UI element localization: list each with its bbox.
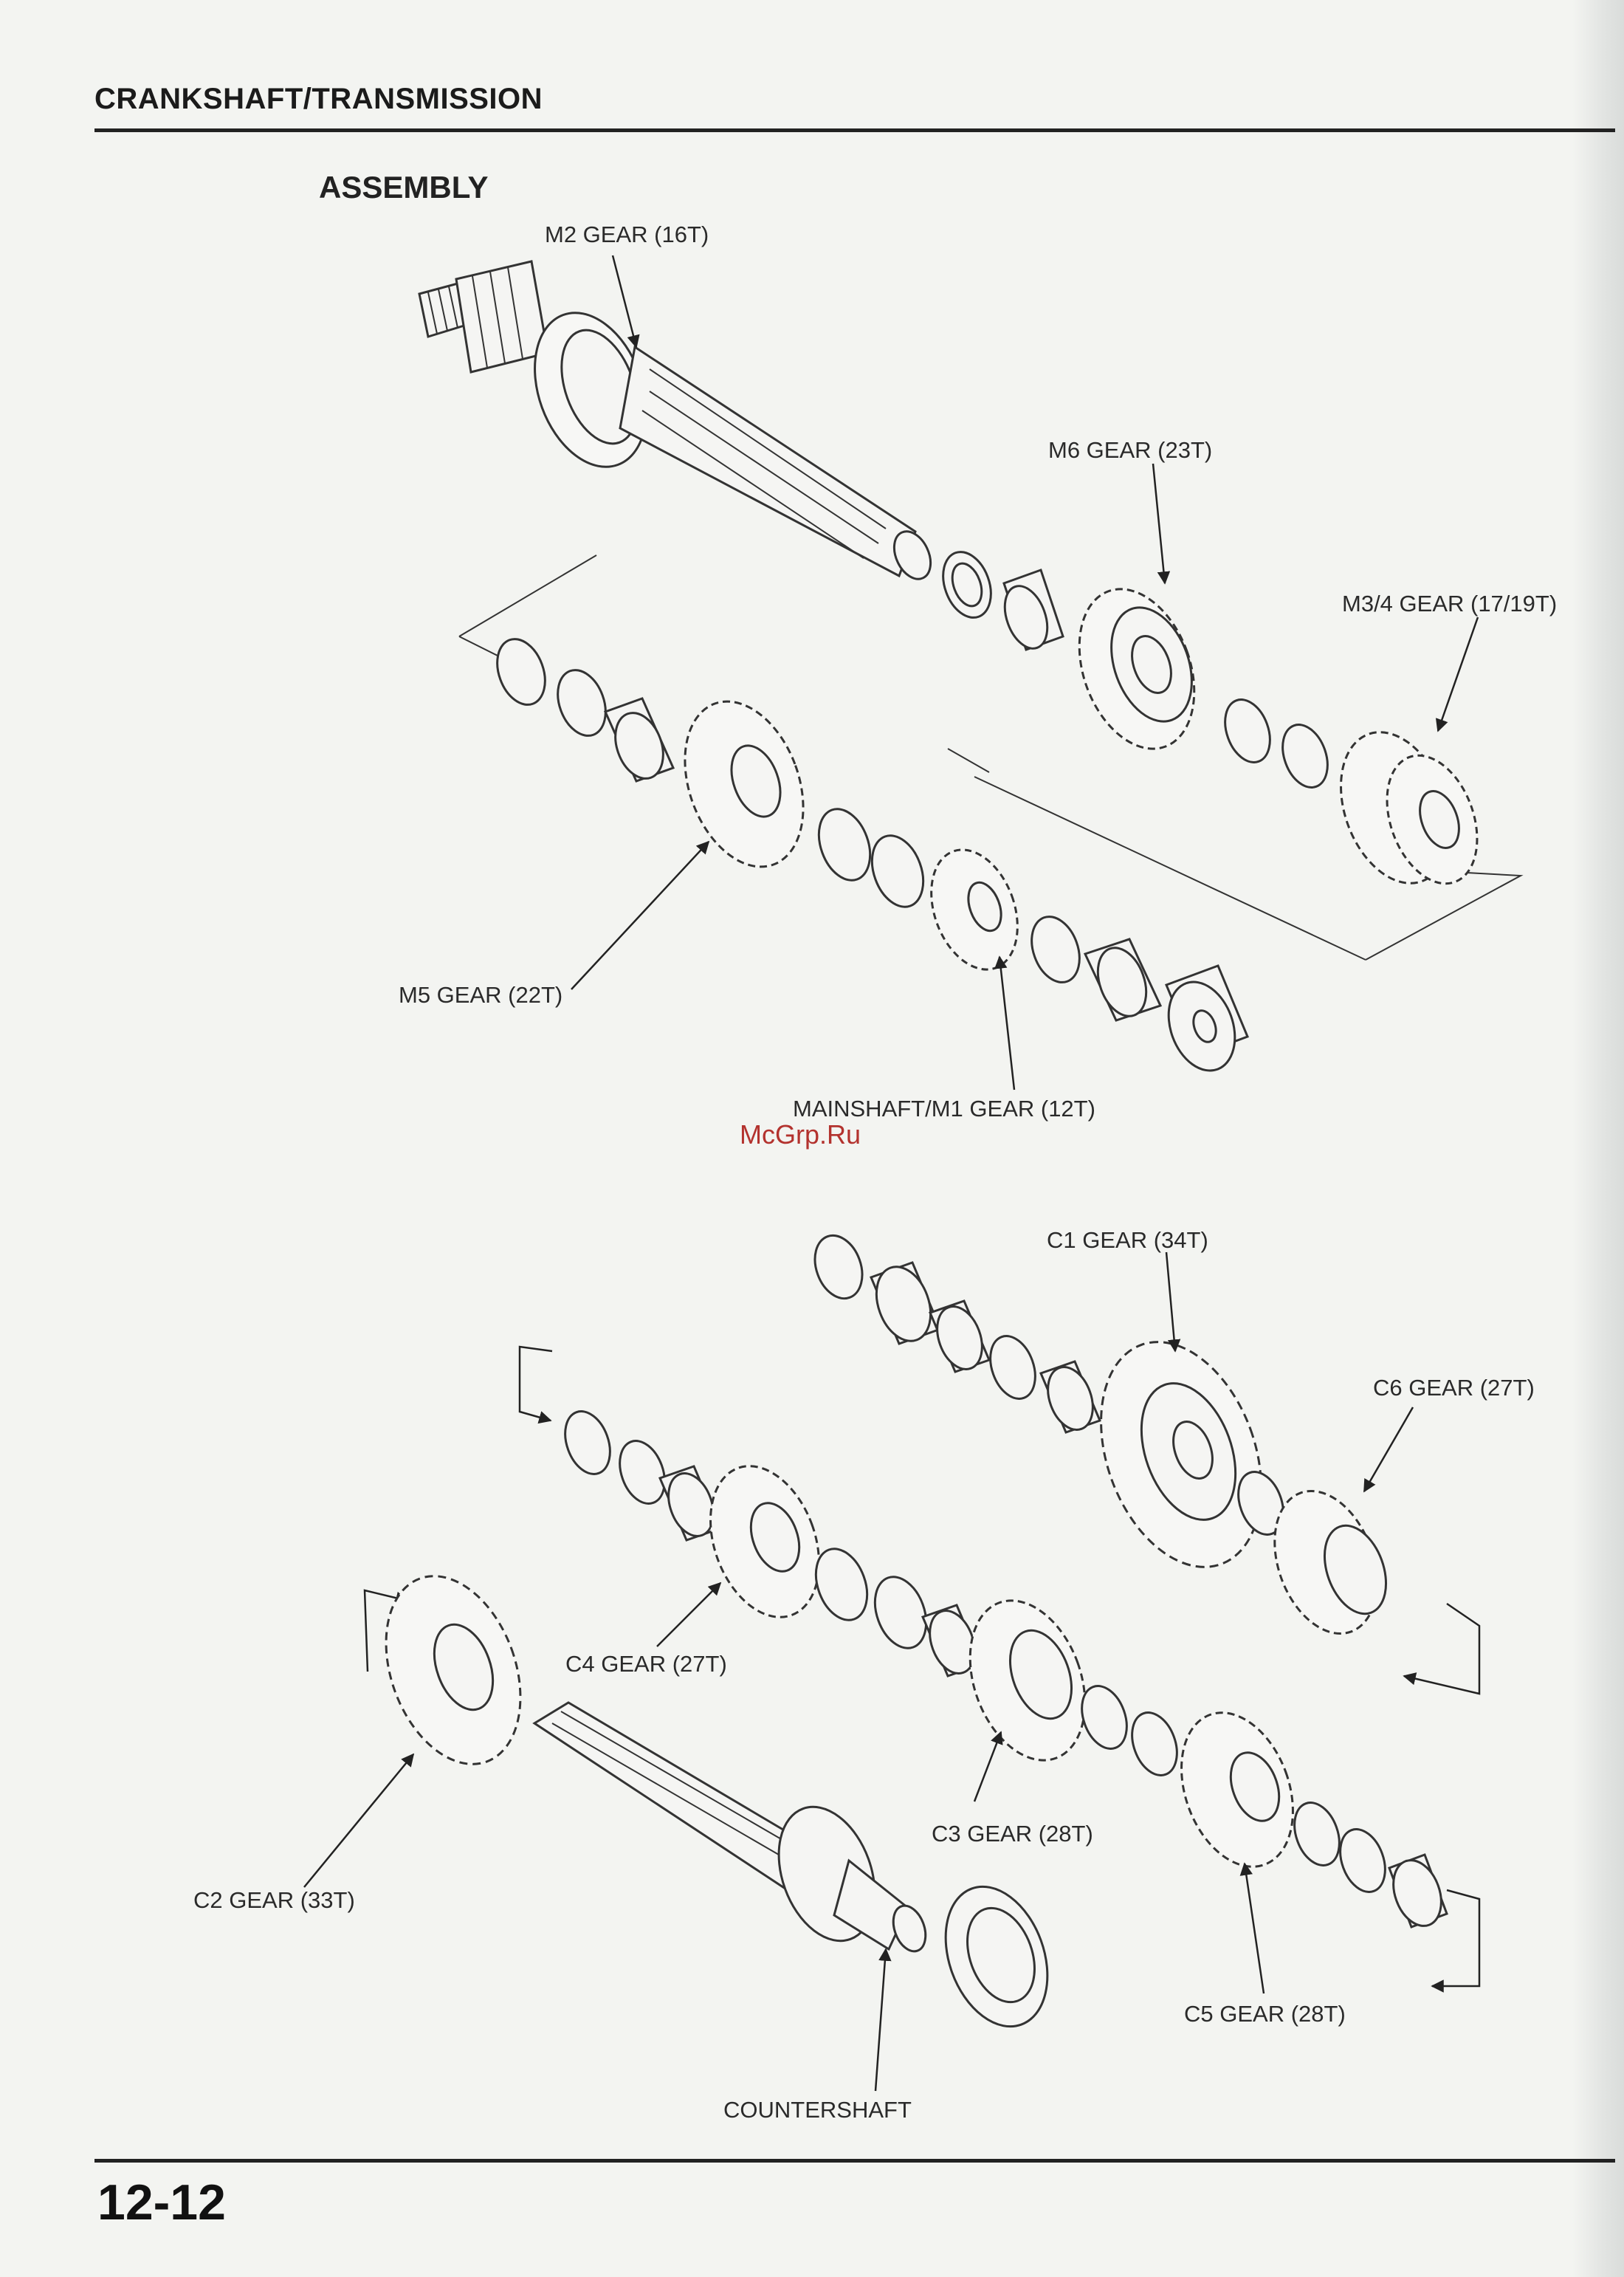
c1-bushing (1040, 1361, 1101, 1436)
m6-bushing (997, 570, 1063, 654)
c2-gear-leader (304, 1754, 413, 1887)
watermark: McGrp.Ru (740, 1119, 861, 1150)
c1-gear-label: C1 GEAR (34T) (1047, 1227, 1208, 1254)
m1-splined-washer-b (863, 828, 932, 914)
m34-gear-leader (1438, 617, 1478, 731)
c3-gear-label: C3 GEAR (28T) (932, 1821, 1093, 1847)
countershaft-bracket-right (1404, 1604, 1479, 1694)
c1-needle-bearing (929, 1300, 991, 1376)
mainshaft-m1-gear (916, 838, 1033, 982)
c3-splined-washer-b (866, 1570, 935, 1655)
c6-gear-label: C6 GEAR (27T) (1373, 1375, 1535, 1401)
m5-needle-bearing (605, 698, 673, 785)
c3-gear (949, 1584, 1106, 1776)
c1-gear (1072, 1319, 1290, 1589)
countershaft-end-washer (807, 1229, 870, 1305)
c5-circlip (1124, 1706, 1186, 1782)
c4-gear-label: C4 GEAR (27T) (565, 1651, 727, 1677)
countershaft-shaft (534, 1703, 932, 1956)
c5-gear-leader (1245, 1864, 1264, 1993)
c5-gear (1161, 1697, 1312, 1883)
mainshaft-shaft (419, 261, 937, 585)
footer-rule (94, 2159, 1615, 2163)
m5-gear (664, 685, 825, 884)
countershaft-end-bushing (1385, 1854, 1450, 1933)
m5-circlip (489, 633, 554, 712)
c4-gear (691, 1451, 839, 1632)
m6-gear-leader (1153, 464, 1165, 583)
c2-gear (362, 1557, 545, 1783)
m2-gear-label: M2 GEAR (16T) (545, 221, 709, 248)
c1-thrust-washer (983, 1330, 1044, 1405)
countershaft-leader (875, 1949, 886, 2091)
c3-gear-leader (974, 1732, 1001, 1802)
countershaft-oil-seal (927, 1872, 1065, 2041)
mainshaft-end-washer (1023, 910, 1088, 989)
m5-spline-washer (549, 664, 614, 743)
mainshaft-m1-leader (999, 957, 1014, 1090)
mainshaft-m1-label: MAINSHAFT/M1 GEAR (12T) (793, 1096, 1095, 1122)
mainshaft-end-needle-bearing (1085, 939, 1160, 1023)
page-number: 12-12 (97, 2174, 226, 2231)
countershaft-end-spline-washer (1332, 1823, 1394, 1898)
m1-splined-washer-a (810, 802, 879, 887)
m6-gear (1059, 573, 1215, 765)
m5-gear-label: M5 GEAR (22T) (399, 982, 562, 1009)
c4-gear-leader (657, 1583, 720, 1646)
c2-gear-label: C2 GEAR (33T) (193, 1887, 355, 1914)
m34-gear (1321, 717, 1494, 899)
mainshaft-thrust-washer (935, 546, 999, 625)
m34-gear-label: M3/4 GEAR (17/19T) (1342, 591, 1557, 617)
c1-gear-leader (1166, 1252, 1175, 1351)
m34-circlip (1275, 718, 1336, 794)
countershaft-end-circlip (1287, 1796, 1348, 1872)
m5-gear-leader (571, 842, 709, 989)
countershaft-label: COUNTERSHAFT (723, 2097, 912, 2123)
c4-spline-washer (612, 1435, 673, 1510)
c5-gear-label: C5 GEAR (28T) (1184, 2001, 1346, 2027)
m34-spline-washer (1217, 693, 1279, 769)
countershaft-bracket-top (520, 1347, 552, 1421)
c6-gear-leader (1364, 1407, 1413, 1491)
c4-circlip (557, 1405, 619, 1480)
countershaft-end-bearing (867, 1260, 940, 1349)
m6-gear-label: M6 GEAR (23T) (1048, 437, 1212, 464)
mainshaft-end-ball-bearing (1157, 966, 1248, 1080)
